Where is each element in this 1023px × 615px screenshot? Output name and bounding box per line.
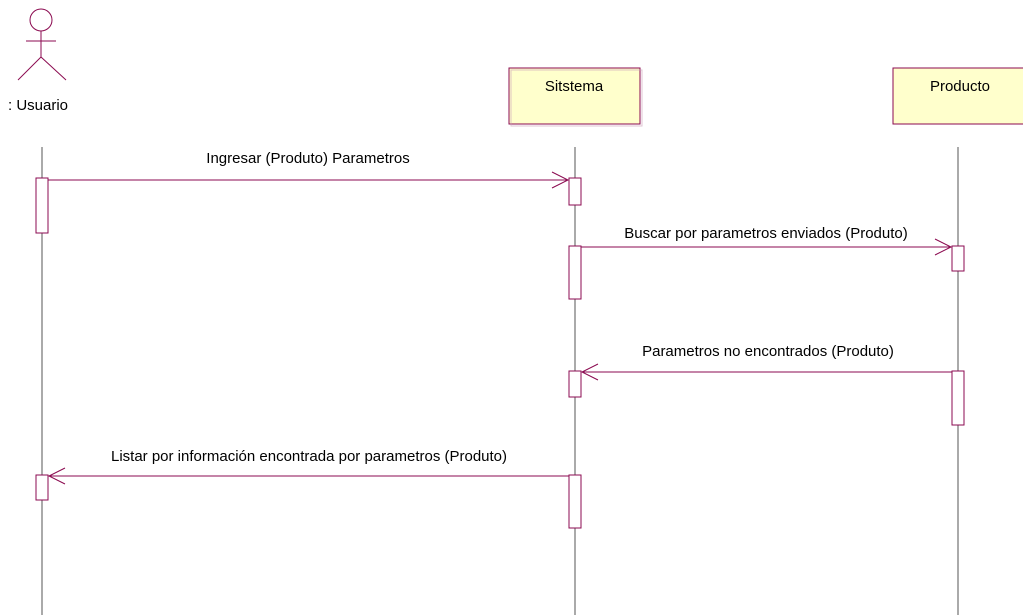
object-producto-label: Producto <box>930 78 990 95</box>
activation-producto-1 <box>951 245 965 272</box>
activation-producto-2 <box>951 370 965 426</box>
message-2-label: Buscar por parametros enviados (Produto) <box>624 225 907 242</box>
activation-usuario-2 <box>35 474 49 501</box>
message-1-label: Ingresar (Produto) Parametros <box>206 150 409 167</box>
activation-sistema-2 <box>568 245 582 300</box>
actor-usuario-label: : Usuario <box>8 97 68 114</box>
activation-sistema-3 <box>568 370 582 398</box>
message-3 <box>580 363 952 381</box>
message-1 <box>48 171 570 189</box>
message-4-label: Listar por información encontrada por pa… <box>111 448 507 465</box>
message-3-label: Parametros no encontrados (Produto) <box>642 343 894 360</box>
object-producto: Producto <box>892 67 1023 125</box>
message-2 <box>581 238 953 256</box>
activation-sistema-1 <box>568 177 582 206</box>
actor-usuario-icon <box>17 8 67 81</box>
message-4 <box>47 467 569 485</box>
object-sistema-label: Sitstema <box>545 78 604 95</box>
activation-sistema-4 <box>568 474 582 529</box>
activation-usuario-1 <box>35 177 49 234</box>
object-sistema: Sitstema <box>508 67 643 127</box>
